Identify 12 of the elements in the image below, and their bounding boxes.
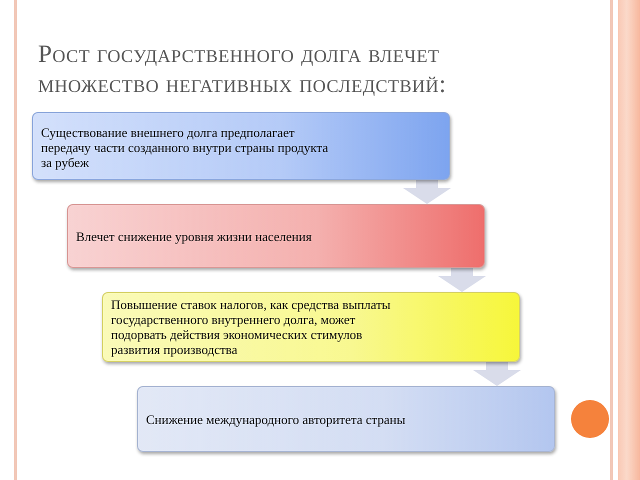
- box-text: Влечет снижение уровня жизни населения: [76, 228, 313, 244]
- block-arrow: [403, 180, 451, 204]
- box-text: Повышение ставок налогов, как средства выплаты государственного внутреннего долга, может подорвать действия экономических стимулов развития производства: [111, 297, 392, 357]
- process-box: [67, 204, 485, 268]
- slide-title: Рост государственного долга влечет множество негативных последствий:: [38, 40, 448, 100]
- box-text: Существование внешнего долга предполагает передачу части созданного внутри страны продукта за рубеж: [41, 125, 330, 170]
- process-box: [102, 292, 520, 362]
- block-arrow: [473, 362, 521, 386]
- process-box: [32, 112, 450, 180]
- block-arrow: [438, 268, 486, 292]
- process-box: [137, 386, 555, 452]
- box-text: Снижение международного авторитета страны: [146, 412, 406, 426]
